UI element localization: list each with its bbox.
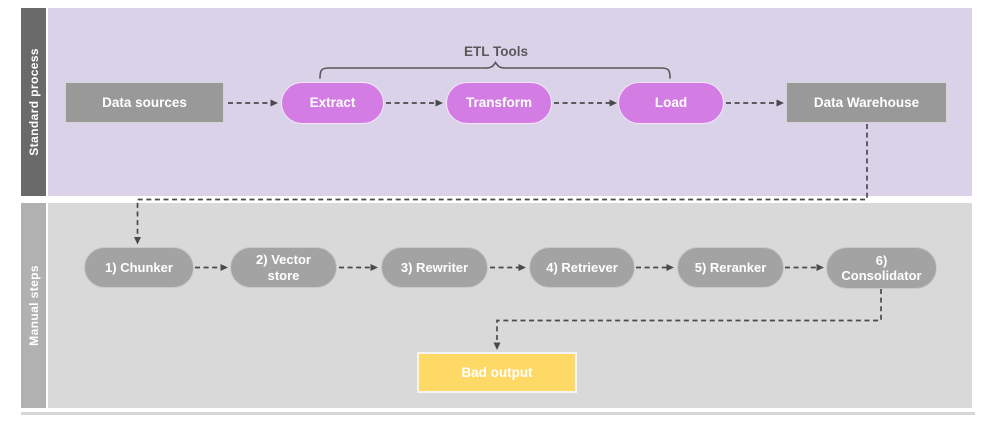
node-chunker: 1) Chunker (84, 247, 194, 288)
node-load: Load (618, 82, 724, 124)
lane-header-manual-steps: Manual steps (21, 203, 46, 408)
node-retriever: 4) Retriever (529, 247, 635, 288)
bottom-divider-line (21, 412, 975, 415)
node-reranker: 5) Reranker (677, 247, 784, 288)
node-bad-output: Bad output (417, 352, 577, 393)
node-vector-store: 2) Vector store (230, 247, 337, 288)
lane-label-manual-steps: Manual steps (26, 265, 41, 346)
node-rewriter: 3) Rewriter (381, 247, 488, 288)
node-data-warehouse: Data Warehouse (786, 82, 947, 123)
node-consolidator: 6) Consolidator (826, 247, 937, 289)
lane-label-standard-process: Standard process (26, 48, 41, 156)
node-data-sources: Data sources (65, 82, 224, 123)
lane-header-standard-process: Standard process (21, 8, 46, 196)
etl-tools-label: ETL Tools (464, 44, 528, 59)
node-extract: Extract (281, 82, 384, 124)
node-transform: Transform (446, 82, 552, 124)
